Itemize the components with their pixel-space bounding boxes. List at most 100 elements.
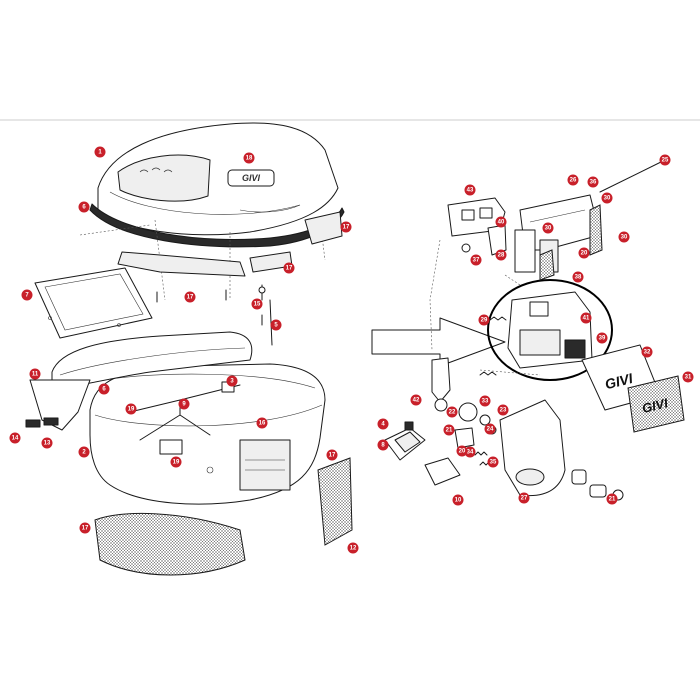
callout-number: 14 [12,435,19,441]
small-springs [479,316,507,376]
callout-marker [443,424,455,436]
callout-c20b: 20 [456,445,468,457]
callout-number: 19 [128,406,135,412]
callout-number: 18 [246,155,253,161]
callout-marker [464,446,476,458]
callout-marker [659,154,671,166]
callout-marker [542,222,554,234]
callout-c19b: 19 [170,456,182,468]
callout-marker [125,403,137,415]
callout-c18: 18 [243,152,255,164]
callout-number: 17 [286,265,293,271]
lock-module [507,291,593,369]
lid-logo-text: GIVI [242,173,261,183]
callout-marker [596,332,608,344]
callout-c40: 40 [495,216,507,228]
mount-bracket [461,224,507,256]
callout-marker [478,314,490,326]
callout-number: 30 [545,225,552,231]
callout-marker [641,346,653,358]
callout-marker [184,291,196,303]
callout-c11: 11 [29,368,41,380]
callout-marker [94,146,106,158]
callout-c2: 2 [78,446,90,458]
callout-number: 31 [685,374,692,380]
callout-marker [484,423,496,435]
callout-marker [578,247,590,259]
callout-c29: 29 [478,314,490,326]
callout-number: 35 [490,459,497,465]
lower-mesh-panel [94,512,246,576]
case-body [89,363,326,505]
callout-c3: 3 [226,375,238,387]
pointer-arrow [371,317,506,367]
callout-marker [618,231,630,243]
callout-number: 10 [455,497,462,503]
callout-marker [567,174,579,186]
callout-marker [452,494,464,506]
side-reflector [317,457,353,546]
callout-marker [326,449,338,461]
callout-c4: 4 [377,418,389,430]
callout-c33: 33 [479,395,491,407]
callout-marker [226,375,238,387]
callout-marker [446,406,458,418]
callout-number: 40 [498,219,505,225]
callout-c38: 38 [572,271,584,283]
callout-number: 38 [575,274,582,280]
callout-marker [251,298,263,310]
callout-marker [487,456,499,468]
callout-number: 17 [329,452,336,458]
callout-marker [606,493,618,505]
callout-c31: 31 [682,371,694,383]
callout-c36: 36 [587,176,599,188]
callout-c35: 35 [487,456,499,468]
callout-marker [580,312,592,324]
callout-number: 30 [621,234,628,240]
callout-number: 30 [604,195,611,201]
callout-c20a: 20 [578,247,590,259]
callout-marker [479,395,491,407]
lock-lever [431,357,451,412]
callout-marker [377,418,389,430]
callout-number: 2 [82,449,86,455]
callout-number: 16 [259,420,266,426]
callout-number: 21 [446,427,453,433]
inner-panel [34,267,153,339]
callout-marker [98,383,110,395]
callout-c17d: 17 [79,522,91,534]
callout-c7: 7 [21,289,33,301]
callout-c16: 16 [256,417,268,429]
callout-number: 8 [381,442,385,448]
reflector-pads [539,204,603,281]
callout-number: 6 [102,386,106,392]
callout-c39: 39 [596,332,608,344]
callout-number: 25 [662,157,669,163]
callout-number: 15 [254,301,261,307]
callout-marker [518,492,530,504]
callout-c41: 41 [580,312,592,324]
callout-number: 12 [350,545,357,551]
callout-number: 22 [449,409,456,415]
callout-number: 7 [25,292,29,298]
callout-marker [170,456,182,468]
callout-c25: 25 [659,154,671,166]
callout-c28: 28 [495,249,507,261]
callout-marker [243,152,255,164]
callout-number: 34 [467,449,474,455]
callout-marker [78,201,90,213]
callout-number: 5 [274,322,278,328]
callout-number: 37 [473,257,480,263]
callout-marker [29,368,41,380]
callout-number: 20 [581,250,588,256]
hinge-blocks [384,421,461,486]
callout-number: 4 [381,421,385,427]
callout-number: 33 [482,398,489,404]
callout-number: 28 [498,252,505,258]
callout-number: 1 [98,149,102,155]
callout-marker [495,249,507,261]
callout-marker [283,262,295,274]
callout-c43: 43 [464,184,476,196]
callout-c15: 15 [251,298,263,310]
callout-number: 20 [459,448,466,454]
